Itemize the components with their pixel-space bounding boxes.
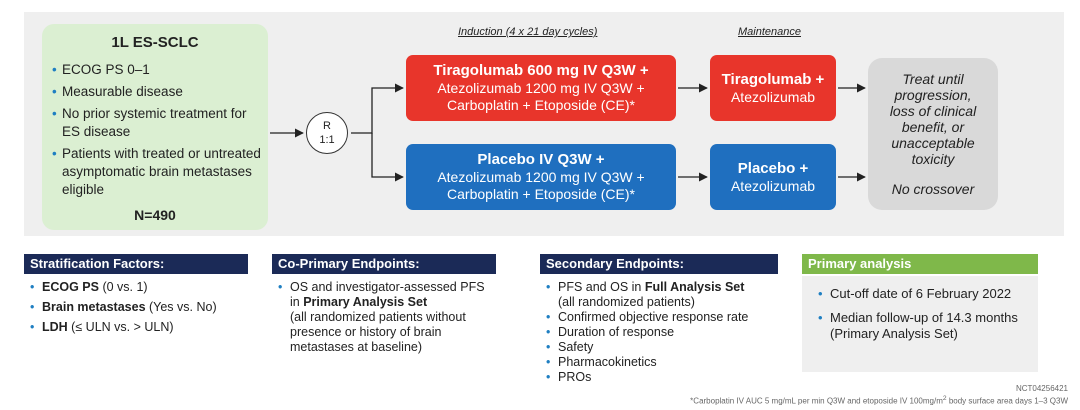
- chemotherapy-footnote: *Carboplatin IV AUC 5 mg/mL per min Q3W …: [690, 395, 1068, 406]
- co-primary-endpoints-section: Co-Primary Endpoints: •OS and investigat…: [272, 254, 496, 355]
- secondary-item: •Confirmed objective response rate: [546, 310, 749, 324]
- bullet-icon: •: [546, 280, 551, 294]
- bullet-icon: •: [52, 84, 57, 99]
- arm2-induction-drug: Placebo IV Q3W +: [477, 151, 605, 168]
- secondary-item: •Pharmacokinetics: [546, 355, 657, 369]
- population-title: 1L ES-SCLC: [111, 34, 199, 51]
- bullet-icon: •: [818, 286, 823, 301]
- primary-analysis-item: •Median follow-up of 14.3 months (Primar…: [818, 310, 1018, 341]
- no-crossover-note: No crossover: [891, 181, 975, 197]
- criterion-item: •No prior systemic treatment for ES dise…: [52, 106, 247, 139]
- arm1-induction-drug: Tiragolumab 600 mg IV Q3W +: [433, 62, 649, 79]
- outcome-line: progression,: [894, 87, 972, 103]
- placebo-induction-box: Placebo IV Q3W + Atezolizumab 1200 mg IV…: [406, 144, 676, 210]
- eligibility-box: 1L ES-SCLC •ECOG PS 0–1 •Measurable dise…: [42, 24, 268, 230]
- primary-analysis-list: •Cut-off date of 6 February 2022 •Median…: [802, 276, 1038, 342]
- arm1-maintenance-drug: Tiragolumab +: [721, 70, 825, 88]
- bullet-icon: •: [546, 340, 551, 354]
- outcome-line: loss of clinical: [889, 103, 977, 119]
- bullet-icon: •: [546, 370, 551, 384]
- bullet-icon: •: [30, 320, 35, 334]
- criterion-item: •Measurable disease: [52, 84, 183, 99]
- secondary-item: •PFS and OS in Full Analysis Set(all ran…: [546, 280, 745, 309]
- bullet-icon: •: [546, 355, 551, 369]
- tiragolumab-maintenance-box: Tiragolumab + Atezolizumab: [710, 55, 836, 121]
- randomization-ratio: 1:1: [319, 134, 335, 146]
- tiragolumab-induction-box: Tiragolumab 600 mg IV Q3W + Atezolizumab…: [406, 55, 676, 121]
- criterion-item: •Patients with treated or untreated asym…: [52, 146, 261, 197]
- trial-id: NCT04256421: [1015, 384, 1068, 393]
- maintenance-phase-label: Maintenance: [738, 26, 801, 38]
- secondary-endpoints-section: Secondary Endpoints: •PFS and OS in Full…: [540, 254, 778, 385]
- sample-size: N=490: [134, 207, 176, 223]
- outcome-line: benefit, or: [901, 119, 965, 135]
- bullet-icon: •: [546, 325, 551, 339]
- bullet-icon: •: [278, 280, 283, 294]
- stratification-list: •ECOG PS (0 vs. 1) •Brain metastases (Ye…: [24, 274, 248, 335]
- bullet-icon: •: [818, 310, 823, 325]
- bullet-icon: •: [52, 106, 57, 121]
- secondary-list: •PFS and OS in Full Analysis Set(all ran…: [540, 274, 778, 385]
- stratification-item: •LDH (≤ ULN vs. > ULN): [30, 320, 174, 334]
- primary-analysis-section: Primary analysis: [802, 254, 1038, 274]
- bullet-icon: •: [52, 62, 57, 77]
- co-primary-list: •OS and investigator-assessed PFS in Pri…: [272, 274, 496, 355]
- stratification-header: Stratification Factors:: [24, 254, 248, 274]
- outcome-line: unacceptable: [891, 135, 975, 151]
- randomization-node: R 1:1: [306, 112, 348, 154]
- arm2-maintenance-line: Atezolizumab: [730, 177, 816, 194]
- placebo-maintenance-box: Placebo + Atezolizumab: [710, 144, 836, 210]
- secondary-item: •Safety: [546, 340, 594, 354]
- secondary-item: •PROs: [546, 370, 592, 384]
- bullet-icon: •: [30, 280, 35, 294]
- criterion-item: •ECOG PS 0–1: [52, 62, 150, 77]
- treatment-duration-box: Treat until progression, loss of clinica…: [868, 58, 998, 210]
- randomization-label: R: [323, 120, 331, 132]
- induction-phase-label: Induction (4 x 21 day cycles): [458, 26, 598, 38]
- primary-analysis-header: Primary analysis: [802, 254, 1038, 274]
- secondary-header: Secondary Endpoints:: [540, 254, 778, 274]
- stratification-section: Stratification Factors: •ECOG PS (0 vs. …: [24, 254, 248, 335]
- arm2-induction-line: Carboplatin + Etoposide (CE)*: [447, 186, 635, 202]
- primary-analysis-body: •Cut-off date of 6 February 2022 •Median…: [802, 276, 1038, 372]
- arm2-maintenance-drug: Placebo +: [737, 159, 809, 177]
- primary-analysis-item: •Cut-off date of 6 February 2022: [818, 286, 1012, 301]
- outcome-line: toxicity: [911, 151, 955, 167]
- bullet-icon: •: [30, 300, 35, 314]
- arm1-induction-line: Atezolizumab 1200 mg IV Q3W +: [437, 80, 645, 96]
- co-primary-item: •OS and investigator-assessed PFS in Pri…: [278, 280, 485, 354]
- eligibility-criteria-list: •ECOG PS 0–1 •Measurable disease •No pri…: [52, 61, 264, 203]
- secondary-item: •Duration of response: [546, 325, 675, 339]
- stratification-item: •ECOG PS (0 vs. 1): [30, 280, 148, 294]
- arm2-induction-line: Atezolizumab 1200 mg IV Q3W +: [437, 169, 645, 185]
- bullet-icon: •: [52, 146, 57, 161]
- arm1-induction-line: Carboplatin + Etoposide (CE)*: [447, 97, 635, 113]
- stratification-item: •Brain metastases (Yes vs. No): [30, 300, 217, 314]
- outcome-line: Treat until: [902, 71, 964, 87]
- arm1-maintenance-line: Atezolizumab: [730, 88, 816, 105]
- bullet-icon: •: [546, 310, 551, 324]
- co-primary-header: Co-Primary Endpoints:: [272, 254, 496, 274]
